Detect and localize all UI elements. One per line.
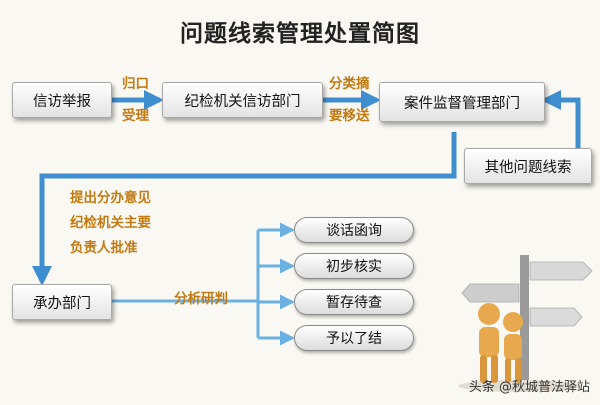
- outcome-conclude: 予以了结: [294, 325, 414, 351]
- watermark: 头条 @秋城普法驿站: [468, 380, 590, 395]
- signpost-people-illustration: [458, 255, 593, 392]
- outcome-talk-inquiry: 谈话函询: [294, 217, 414, 243]
- arrow-supervision-to-handling: [32, 132, 457, 286]
- label-fen-lei-zhai: 分类摘: [329, 76, 370, 92]
- label-gui-kou: 归口: [122, 76, 149, 92]
- outcome-preliminary-check: 初步核实: [294, 253, 414, 279]
- label-proposal-3: 负责人批准: [70, 240, 138, 256]
- label-yao-yi-song: 要移送: [329, 108, 370, 124]
- node-petition-dept: 纪检机关信访部门: [162, 82, 323, 118]
- node-handling-dept: 承办部门: [12, 284, 112, 320]
- outcome-temporary-hold: 暂存待查: [294, 289, 414, 315]
- page-title: 问题线索管理处置简图: [180, 21, 420, 47]
- node-case-supervision: 案件监督管理部门: [379, 82, 545, 122]
- label-proposal-2: 纪检机关主要: [70, 215, 151, 231]
- node-other-clues: 其他问题线索: [464, 148, 592, 184]
- node-letters-reports: 信访举报: [12, 82, 112, 118]
- label-proposal-1: 提出分办意见: [70, 190, 151, 206]
- arrow-other-to-supervision: [541, 90, 581, 148]
- label-analysis: 分析研判: [174, 291, 228, 307]
- label-shou-li: 受理: [122, 108, 149, 124]
